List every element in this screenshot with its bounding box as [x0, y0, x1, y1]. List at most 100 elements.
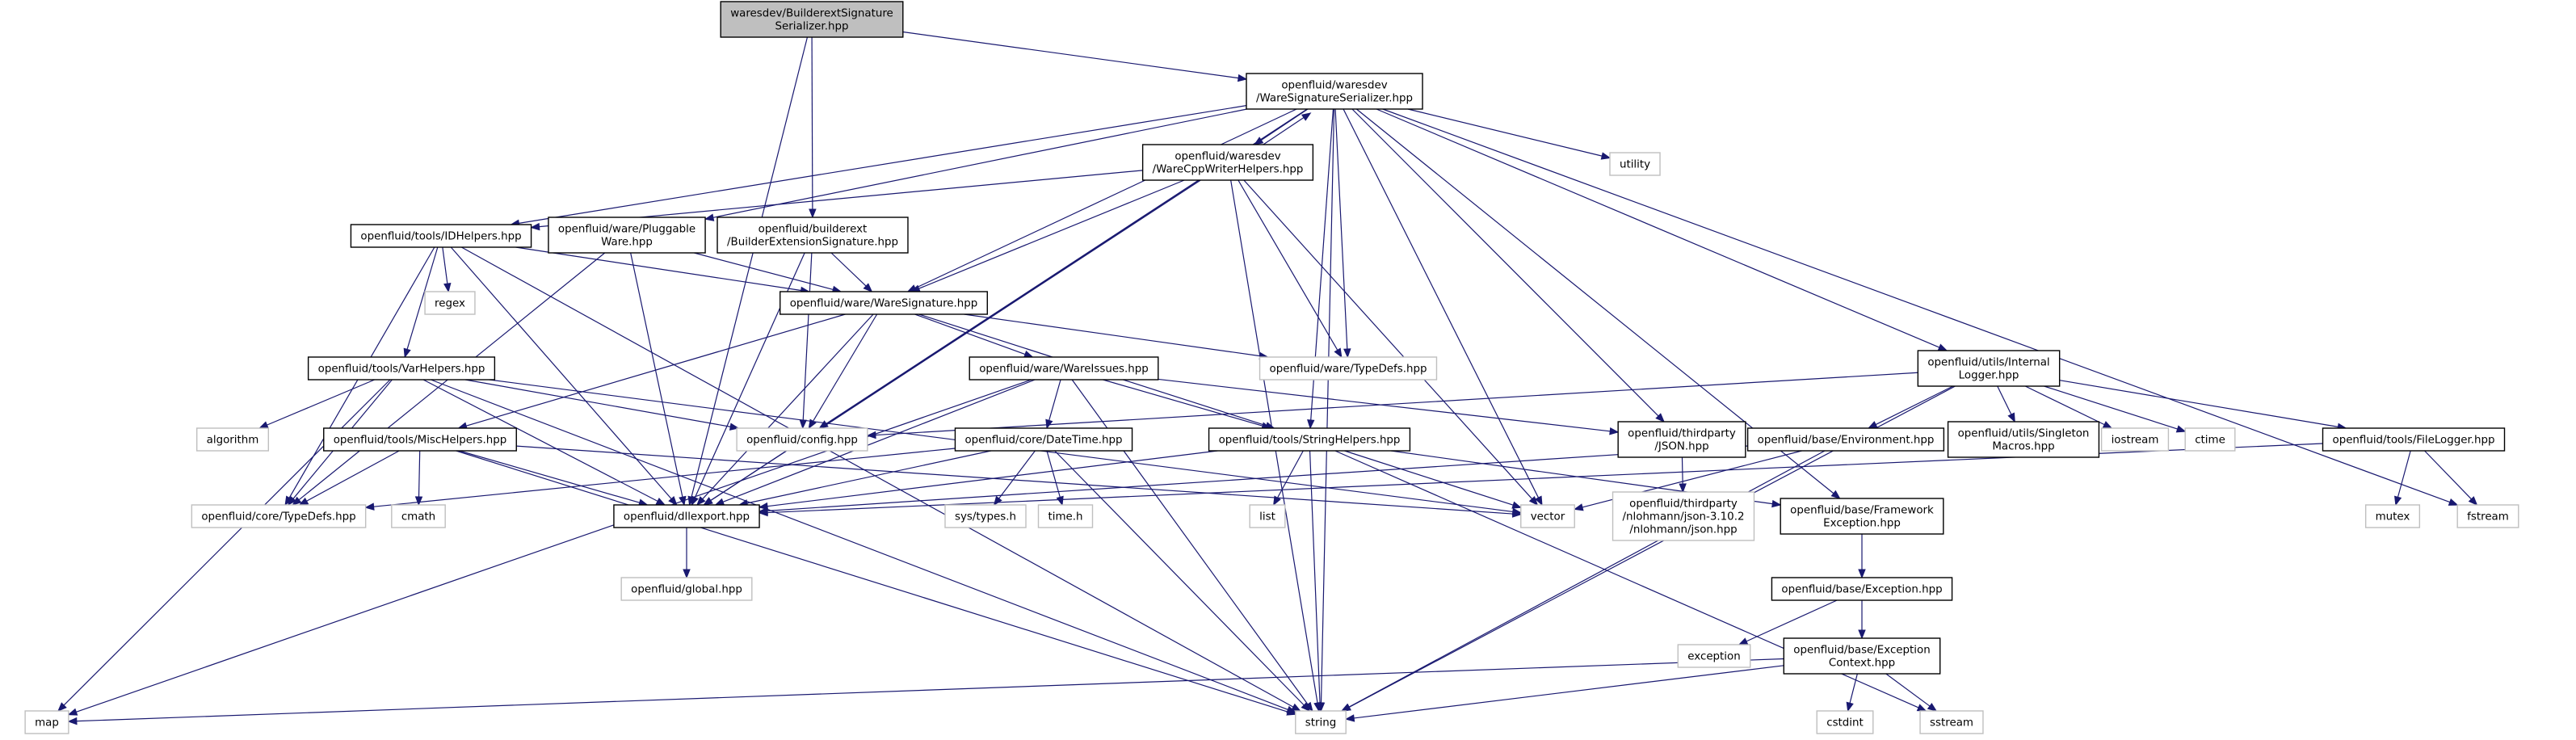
node-dllexport[interactable]: openfluid/dllexport.hpp	[613, 504, 760, 528]
edge-arrowhead	[1937, 343, 1948, 351]
edge-wsig-to-config	[812, 313, 878, 422]
node-label: sys/types.h	[955, 511, 1016, 523]
node-json[interactable]: openfluid/thirdparty/JSON.hpp	[1617, 421, 1746, 458]
node-fstream: fstream	[2456, 504, 2519, 528]
node-map: map	[24, 710, 69, 734]
edge-strh-to-string	[1309, 450, 1321, 704]
node-label: Logger.hpp	[1959, 370, 2019, 382]
node-box	[2184, 427, 2236, 452]
node-label: map	[35, 717, 59, 729]
node-timeh: time.h	[1037, 504, 1094, 528]
node-box	[1612, 491, 1755, 541]
node-label: openfluid/ware/Pluggable	[558, 224, 695, 236]
node-algorithm: algorithm	[195, 427, 270, 452]
edge-datetime-to-systypes	[998, 450, 1036, 499]
node-box	[2364, 504, 2421, 528]
edge-wss-to-ilog	[1376, 108, 1940, 348]
edge-arrowhead	[57, 702, 67, 712]
node-box	[1917, 350, 2061, 387]
node-label: regex	[435, 298, 465, 310]
edge-arrowhead	[1316, 702, 1324, 713]
node-box	[720, 1, 904, 38]
node-box	[944, 504, 1027, 528]
edge-misch-to-core_typedefs	[306, 450, 400, 502]
edge-arrowhead	[403, 347, 411, 359]
node-box	[350, 224, 532, 248]
node-label: openfluid/tools/MiscHelpers.hpp	[334, 435, 507, 447]
node-misch[interactable]: openfluid/tools/MiscHelpers.hpp	[323, 427, 517, 452]
edge-wss-to-string	[1320, 108, 1335, 704]
edge-arrowhead	[2175, 425, 2187, 433]
node-wcpp[interactable]: openfluid/waresdev/WareCppWriterHelpers.…	[1141, 144, 1314, 181]
edge-arrowhead	[1237, 74, 1248, 82]
node-label: Context.hpp	[1829, 658, 1895, 670]
node-filelogger[interactable]: openfluid/tools/FileLogger.hpp	[2322, 427, 2506, 452]
node-label: openfluid/ware/TypeDefs.hpp	[1270, 364, 1427, 376]
node-datetime[interactable]: openfluid/core/DateTime.hpp	[954, 427, 1133, 452]
node-box	[191, 504, 367, 528]
edge-wsig-to-dllexport	[702, 313, 874, 500]
edge-exctx-to-cstdint	[1849, 673, 1858, 704]
edge-arrowhead	[1858, 569, 1866, 579]
node-label: openfluid/base/Environment.hpp	[1758, 435, 1935, 447]
node-box	[2456, 504, 2519, 528]
node-label: openfluid/tools/FileLogger.hpp	[2333, 435, 2495, 447]
node-strh[interactable]: openfluid/tools/StringHelpers.hpp	[1208, 427, 1411, 452]
node-wss[interactable]: openfluid/waresdev/WareSignatureSerializ…	[1246, 73, 1423, 110]
edge-arrowhead	[364, 502, 375, 511]
edge-arrowhead	[1846, 701, 1854, 713]
node-label: openfluid/utils/Internal	[1927, 357, 2049, 369]
edge-arrowhead	[683, 569, 691, 579]
edge-env-to-dllexport	[767, 445, 1748, 511]
edge-arrowhead	[1600, 152, 1612, 160]
node-label: openfluid/waresdev	[1175, 151, 1280, 163]
node-box	[1780, 498, 1944, 535]
node-box	[195, 427, 270, 452]
edge-ilog-to-iostream	[2024, 385, 2105, 426]
edge-arrowhead	[258, 421, 269, 429]
node-idh[interactable]: openfluid/tools/IDHelpers.hpp	[350, 224, 532, 248]
edge-env-to-string	[1348, 450, 1826, 708]
node-label: vector	[1531, 511, 1565, 523]
node-label: openfluid/base/Exception	[1793, 645, 1930, 657]
node-box	[24, 710, 69, 734]
node-box	[1249, 504, 1286, 528]
node-label: openfluid/dllexport.hpp	[624, 511, 750, 523]
node-wissues[interactable]: openfluid/ware/WareIssues.hpp	[969, 356, 1159, 381]
node-list: list	[1249, 504, 1286, 528]
nodes-layer: waresdev/BuilderextSignatureSerializer.h…	[24, 1, 2519, 734]
node-typedefs_ware: openfluid/ware/TypeDefs.hpp	[1259, 356, 1438, 381]
node-label: /WareSignatureSerializer.hpp	[1256, 93, 1413, 105]
node-exc[interactable]: openfluid/base/Exception.hpp	[1771, 577, 1953, 601]
node-env[interactable]: openfluid/base/Environment.hpp	[1746, 427, 1945, 452]
edge-wsig-to-typedefs_ware	[964, 313, 1260, 357]
edge-arrowhead	[1273, 495, 1281, 507]
edge-wss-to-pw	[712, 108, 1247, 218]
edge-arrowhead	[758, 502, 769, 511]
node-box	[1609, 152, 1661, 176]
node-label: time.h	[1048, 511, 1083, 523]
edge-wcpp-to-wss	[1256, 117, 1305, 149]
edge-arrowhead	[1528, 496, 1539, 506]
node-regex: regex	[424, 291, 476, 315]
edge-arrowhead	[1334, 347, 1343, 359]
node-mutex: mutex	[2364, 504, 2421, 528]
edge-datetime-to-core_typedefs	[373, 448, 956, 507]
node-varh[interactable]: openfluid/tools/VarHelpers.hpp	[307, 356, 496, 381]
node-box	[1771, 577, 1953, 601]
edge-arrowhead	[1830, 490, 1841, 499]
edge-filelogger-to-mutex	[2397, 450, 2411, 498]
node-bes[interactable]: openfluid/builderext/BuilderExtensionSig…	[716, 217, 909, 254]
node-label: Exception.hpp	[1823, 518, 1901, 530]
node-box	[716, 217, 909, 254]
edge-wss-to-json	[1351, 108, 1659, 417]
node-root[interactable]: waresdev/BuilderextSignatureSerializer.h…	[720, 1, 904, 38]
edge-wsig-to-wissues	[914, 313, 1026, 355]
node-wsig[interactable]: openfluid/ware/WareSignature.hpp	[780, 291, 988, 315]
node-label: openfluid/utils/Singleton	[1958, 428, 2090, 440]
